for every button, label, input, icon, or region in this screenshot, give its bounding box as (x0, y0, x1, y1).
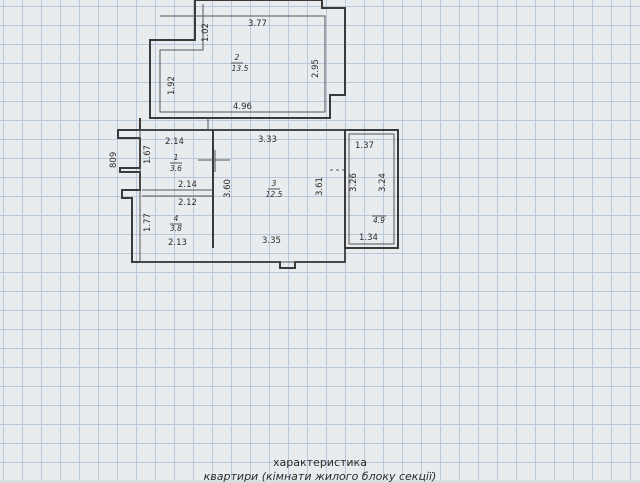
dim-809: 809 (109, 152, 119, 168)
room-3-area: 12.5 (266, 190, 283, 199)
dim-496: 4.96 (233, 102, 252, 112)
dim-212: 2.12 (178, 198, 197, 208)
dim-102: 1.02 (201, 23, 211, 42)
caption-subtitle: квартири (кімнати жилого блоку секції) (203, 470, 437, 483)
room-2-wall (149, 0, 346, 119)
dim-377: 3.77 (248, 19, 267, 29)
lower-block-wall (117, 118, 346, 269)
balcony-area: 4.9 (373, 216, 385, 225)
room-1-number: 1 (174, 153, 179, 162)
dim-177: 1.77 (143, 213, 153, 232)
room-2-inner-wall (159, 4, 326, 113)
dim-324: 3.24 (378, 173, 388, 192)
dim-137: 1.37 (355, 141, 374, 151)
caption-title: характеристика (273, 456, 367, 469)
room-2-area: 13.5 (232, 64, 249, 73)
balcony-wall (344, 129, 399, 249)
room-3-number: 3 (272, 179, 277, 188)
dim-214a: 2.14 (165, 137, 184, 147)
dim-326: 3.26 (349, 173, 359, 192)
dim-361: 3.61 (315, 177, 325, 196)
dim-192: 1.92 (167, 76, 177, 95)
dim-333: 3.33 (258, 135, 277, 145)
dim-360: 3.60 (223, 179, 233, 198)
room-4-area: 3.8 (170, 224, 182, 233)
dim-134: 1.34 (359, 233, 378, 243)
dim-213: 2.13 (168, 238, 187, 248)
room-4-number: 4 (174, 214, 179, 223)
dim-167: 1.67 (143, 145, 153, 164)
room-1-area: 3.6 (170, 164, 182, 173)
balcony-inner (348, 133, 395, 245)
dim-335: 3.35 (262, 236, 281, 246)
dim-214b: 2.14 (178, 180, 197, 190)
dim-295: 2.95 (311, 59, 321, 78)
room-2-number: 2 (235, 53, 240, 62)
